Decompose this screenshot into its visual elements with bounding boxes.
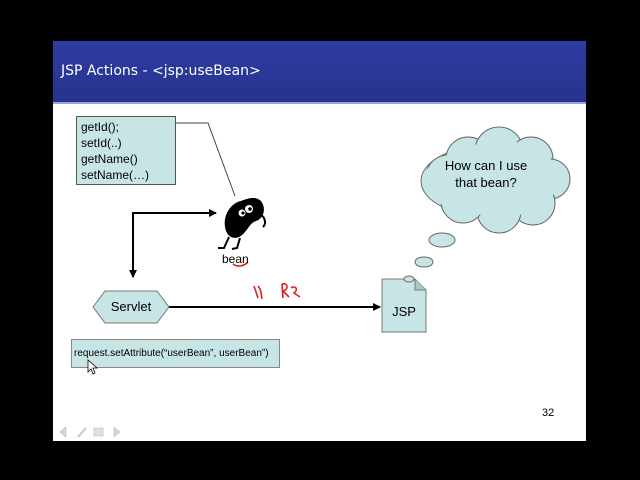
menu-icon[interactable] <box>93 427 104 437</box>
thought-dot-small <box>403 275 415 283</box>
request-box <box>71 339 280 368</box>
annotation-underline <box>232 261 249 267</box>
thought-bubble-text: How can I use that bean? <box>420 157 552 191</box>
pen-icon[interactable] <box>77 427 87 438</box>
method-line: getName() <box>81 152 138 166</box>
request-set-attribute-text: request.setAttribute(“userBean”, userBea… <box>74 348 269 359</box>
slide: JSP Actions - <jsp:useBean> <box>53 41 586 441</box>
method-line: setName(…) <box>81 168 150 182</box>
diagram-connectors <box>92 122 427 333</box>
methods-box: getId(); setId(..) getName() setName(…) <box>76 116 176 185</box>
bean-callout-line <box>176 122 236 197</box>
thought-line: that bean? <box>455 175 517 190</box>
thought-line: How can I use <box>444 158 528 173</box>
jsp-document-fold <box>414 279 426 291</box>
prev-slide-icon[interactable] <box>59 426 67 438</box>
mouse-pointer-icon <box>87 359 99 375</box>
thought-bubble-cloud <box>403 126 571 283</box>
slide-title: JSP Actions - <jsp:useBean> <box>61 63 261 79</box>
next-slide-icon[interactable] <box>113 426 121 438</box>
thought-dot-medium <box>414 256 434 268</box>
slide-nav-controls[interactable] <box>58 425 128 439</box>
method-line: setId(..) <box>81 136 122 150</box>
thought-dot-large <box>428 232 456 248</box>
page-number: 32 <box>542 407 555 419</box>
title-bar: JSP Actions - <jsp:useBean> <box>53 41 586 104</box>
annotation-r2 <box>281 282 301 299</box>
annotation-r1 <box>253 285 263 300</box>
title-accent-line <box>53 102 586 104</box>
servlet-label: Servlet <box>110 299 152 314</box>
method-line: getId(); <box>81 120 120 134</box>
jsp-label: JSP <box>392 304 416 319</box>
bean-label: bean <box>222 252 249 266</box>
bean-character-icon <box>218 197 267 250</box>
servlet-shape <box>92 290 170 324</box>
